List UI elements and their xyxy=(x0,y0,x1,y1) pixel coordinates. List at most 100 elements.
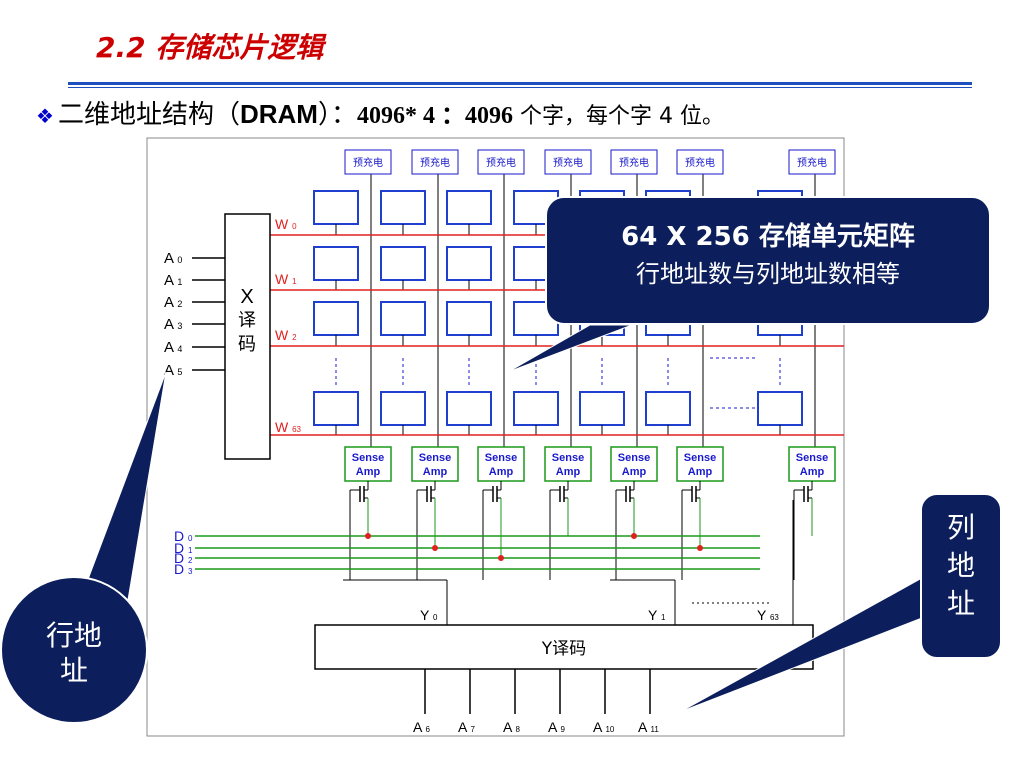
diamond-bullet-icon: ❖ xyxy=(36,104,54,128)
row-callout-label: 址 xyxy=(60,654,88,687)
column-address-label: A 9 xyxy=(548,719,565,735)
storage-cell xyxy=(380,190,426,225)
storage-cell xyxy=(513,391,559,426)
y-output-label: Y 63 xyxy=(757,607,779,623)
sense-amp-label: Sense xyxy=(419,452,451,464)
column-address-label: A 6 xyxy=(413,719,430,735)
column-address-label: A 8 xyxy=(503,719,520,735)
x-decoder-box xyxy=(224,213,271,460)
sense-amp-label: Amp xyxy=(800,466,825,478)
storage-cell xyxy=(380,391,426,426)
storage-cell xyxy=(446,301,492,336)
column-callout-bubble xyxy=(920,493,1002,659)
title-rule xyxy=(68,82,972,85)
connection-dot xyxy=(631,533,637,539)
row-address-label: A 5 xyxy=(164,362,182,379)
word-line-label: W 0 xyxy=(275,216,297,232)
storage-cell xyxy=(757,391,803,426)
sense-amp-label: Sense xyxy=(352,452,384,464)
headline-tail: 个字，每个字 4 位。 xyxy=(512,104,724,129)
sense-amp-box xyxy=(610,446,658,482)
word-line-label: W 1 xyxy=(275,271,297,287)
matrix-callout-bubble xyxy=(545,196,991,325)
storage-cell xyxy=(313,190,359,225)
row-address-label: A 0 xyxy=(164,250,182,267)
storage-cell xyxy=(579,391,625,426)
row-callout-label: 行地 xyxy=(46,619,102,652)
column-address-label: A 7 xyxy=(458,719,475,735)
sense-amp-box xyxy=(411,446,459,482)
precharge-box xyxy=(477,149,525,175)
y-output-label: Y 1 xyxy=(648,607,666,623)
matrix-callout-line2: 行地址数与列地址数相等 xyxy=(636,260,900,288)
column-callout-label: 址 xyxy=(947,587,975,620)
sense-amp-label: Amp xyxy=(423,466,448,478)
storage-cell xyxy=(446,391,492,426)
headline-prefix: 二维地址结构（ xyxy=(57,100,240,130)
precharge-box xyxy=(788,149,836,175)
connection-dot xyxy=(498,555,504,561)
row-address-label: A 1 xyxy=(164,272,182,289)
precharge-label: 预充电 xyxy=(486,156,516,169)
row-address-label: A 3 xyxy=(164,316,182,333)
x-decoder-label: X xyxy=(240,286,253,308)
sense-amp-label: Sense xyxy=(618,452,650,464)
sense-amp-label: Amp xyxy=(622,466,647,478)
storage-cell xyxy=(313,301,359,336)
word-line-label: W 63 xyxy=(275,419,302,435)
row-address-label: A 4 xyxy=(164,339,182,356)
precharge-box xyxy=(544,149,592,175)
precharge-label: 预充电 xyxy=(797,156,827,169)
precharge-label: 预充电 xyxy=(619,156,649,169)
headline-numbers: 4096* 4 ：4096 xyxy=(356,103,513,129)
storage-cell xyxy=(446,190,492,225)
storage-cell xyxy=(645,391,691,426)
y-decoder-label: Y译码 xyxy=(541,639,586,659)
precharge-box xyxy=(676,149,724,175)
word-line-label: W 2 xyxy=(275,327,297,343)
title-rule-thin xyxy=(68,87,972,88)
precharge-box xyxy=(411,149,459,175)
row-callout-bubble xyxy=(0,576,148,724)
slide-title: 2.2 存储芯片逻辑 xyxy=(96,31,324,64)
storage-cell xyxy=(380,301,426,336)
storage-cell xyxy=(313,246,359,281)
column-callout-label: 地 xyxy=(947,549,975,582)
sense-amp-box xyxy=(344,446,392,482)
row-callout-pointer xyxy=(83,371,167,601)
sense-amp-label: Amp xyxy=(356,466,381,478)
sense-amp-label: Amp xyxy=(688,466,713,478)
sense-amp-label: Sense xyxy=(684,452,716,464)
x-decoder-label: 码 xyxy=(238,334,256,355)
storage-cell xyxy=(446,246,492,281)
sense-amp-label: Amp xyxy=(489,466,514,478)
column-address-label: A 11 xyxy=(638,719,659,735)
precharge-label: 预充电 xyxy=(353,156,383,169)
sense-amp-box xyxy=(788,446,836,482)
connection-dot xyxy=(432,545,438,551)
x-decoder-label: 译 xyxy=(238,310,256,331)
sense-amp-box xyxy=(477,446,525,482)
sense-amp-label: Amp xyxy=(556,466,581,478)
headline: ❖二维地址结构（DRAM）：4096* 4 ：4096 个字，每个字 4 位。 xyxy=(36,94,724,131)
row-address-label: A 2 xyxy=(164,294,182,311)
connection-dot xyxy=(697,545,703,551)
storage-cell xyxy=(313,391,359,426)
precharge-label: 预充电 xyxy=(685,156,715,169)
column-callout-label: 列 xyxy=(947,511,975,544)
precharge-label: 预充电 xyxy=(420,156,450,169)
precharge-box xyxy=(344,149,392,175)
headline-dram: DRAM xyxy=(239,99,318,129)
y-output-label: Y 0 xyxy=(420,607,438,623)
headline-suffix: ）： xyxy=(317,100,357,130)
sense-amp-label: Sense xyxy=(552,452,584,464)
storage-cell xyxy=(380,246,426,281)
precharge-box xyxy=(610,149,658,175)
sense-amp-label: Sense xyxy=(796,452,828,464)
column-address-label: A 10 xyxy=(593,719,615,735)
matrix-callout-line1: 64 X 256 存储单元矩阵 xyxy=(621,221,915,252)
precharge-label: 预充电 xyxy=(553,156,583,169)
connection-dot xyxy=(365,533,371,539)
sense-amp-box xyxy=(676,446,724,482)
